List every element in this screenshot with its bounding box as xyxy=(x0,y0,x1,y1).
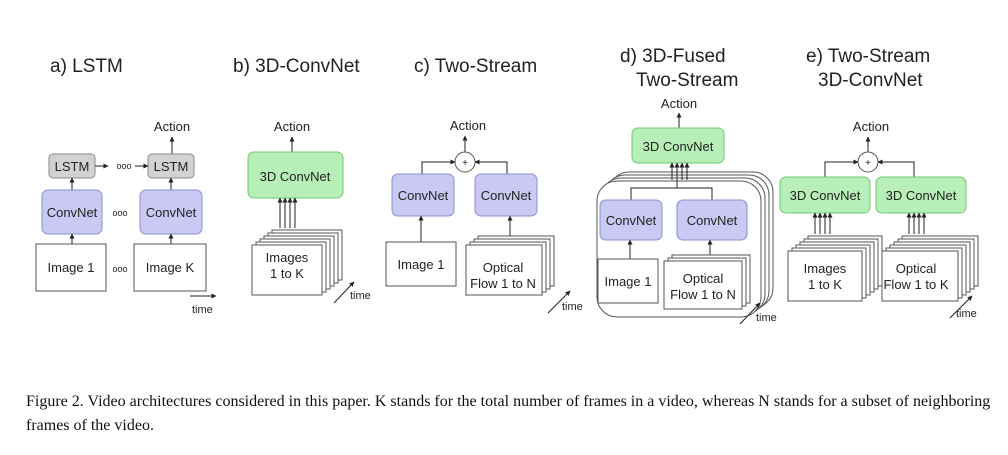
panel-b-images-label-2: 1 to K xyxy=(270,266,304,281)
panel-e-time-label: time xyxy=(956,308,977,320)
panel-e-action-label: Action xyxy=(853,119,889,134)
panel-e-3d-convnet-flow-label: 3D ConvNet xyxy=(886,188,957,203)
panel-c-convnet-flow-label: ConvNet xyxy=(481,188,532,203)
panel-d-3d-fused: d) 3D-Fused Two-Stream Action 3D ConvNet… xyxy=(596,46,777,325)
panel-c-time-label: time xyxy=(562,301,583,313)
panel-a-title: a) LSTM xyxy=(50,56,123,77)
panel-c-convnet-rgb-label: ConvNet xyxy=(398,188,449,203)
image-k-label: Image K xyxy=(146,260,195,275)
figure-caption: Figure 2. Video architectures considered… xyxy=(26,393,991,434)
panel-c-two-stream: c) Two-Stream Action + ConvNet ConvNet I… xyxy=(385,56,583,314)
image-1-box xyxy=(35,243,107,292)
image-k-box xyxy=(133,243,207,292)
panel-e-rgb-stack xyxy=(787,235,883,302)
panel-e-flow-label-1: Optical xyxy=(896,261,937,276)
panel-d-image-1-label: Image 1 xyxy=(605,274,652,289)
panel-c-flow-stack xyxy=(465,235,555,296)
panel-d-flow-label-2: Flow 1 to N xyxy=(670,287,736,302)
image-ellipsis: ooo xyxy=(112,264,127,274)
panel-a-time-label: time xyxy=(192,304,213,316)
panel-d-title-line2: Two-Stream xyxy=(636,70,738,91)
convnet-box-k-label: ConvNet xyxy=(146,205,197,220)
panel-b-action-label: Action xyxy=(274,119,310,134)
panel-d-image-1-box xyxy=(597,258,659,304)
panel-c-flow-label-2: Flow 1 to N xyxy=(470,276,536,291)
panel-b-3d-convnet-label: 3D ConvNet xyxy=(260,169,331,184)
panel-c-plus-label: + xyxy=(462,158,468,169)
panel-a-action-label: Action xyxy=(154,119,190,134)
architecture-diagram: a) LSTM Action LSTM LSTM ooo ConvNet Con… xyxy=(35,46,979,325)
lstm-box-1-label: LSTM xyxy=(55,159,90,174)
panel-d-flow-label-1: Optical xyxy=(683,271,724,286)
panel-c-convnet-flow xyxy=(474,173,538,217)
panel-e-images-label-1: Images xyxy=(804,261,847,276)
panel-d-fusion-arrows xyxy=(669,162,690,180)
lstm-box-k-label: LSTM xyxy=(154,159,189,174)
panel-a-lstm: a) LSTM Action LSTM LSTM ooo ConvNet Con… xyxy=(35,56,217,316)
panel-b-3d-convnet: b) 3D-ConvNet Action 3D ConvNet Images 1… xyxy=(233,56,371,304)
panel-c-flow-label-1: Optical xyxy=(483,260,524,275)
convnet-box-1-label: ConvNet xyxy=(47,205,98,220)
panel-d-action-label: Action xyxy=(661,96,697,111)
panel-e-flow-label-2: Flow 1 to K xyxy=(883,277,948,292)
panel-e-rgb-arrows xyxy=(812,212,833,234)
panel-d-convnet-flow-label: ConvNet xyxy=(687,213,738,228)
panel-c-title: c) Two-Stream xyxy=(414,56,537,77)
panel-b-images-label-1: Images xyxy=(266,250,309,265)
panel-e-plus-label: + xyxy=(865,158,871,169)
lstm-ellipsis: ooo xyxy=(116,161,131,171)
panel-c-action-label: Action xyxy=(450,118,486,133)
panel-e-flow-stack xyxy=(881,235,979,302)
panel-c-image-1-label: Image 1 xyxy=(398,257,445,272)
panel-e-title-line1: e) Two-Stream xyxy=(806,46,930,67)
image-1-label: Image 1 xyxy=(48,260,95,275)
panel-d-time-label: time xyxy=(756,312,777,324)
panel-c-image-1-box xyxy=(385,241,457,287)
panel-b-frame-stack xyxy=(251,229,343,296)
panel-d-convnet-rgb-label: ConvNet xyxy=(606,213,657,228)
panel-b-multi-arrows xyxy=(277,197,298,228)
panel-e-two-stream-3d: e) Two-Stream 3D-ConvNet Action + 3D Con… xyxy=(779,46,979,320)
panel-d-3d-convnet-label: 3D ConvNet xyxy=(643,139,714,154)
panel-e-images-label-2: 1 to K xyxy=(808,277,842,292)
panel-b-time-label: time xyxy=(350,290,371,302)
panel-d-title-line1: d) 3D-Fused xyxy=(620,46,726,67)
panel-b-title: b) 3D-ConvNet xyxy=(233,56,360,77)
panel-d-flow-stack xyxy=(663,254,751,310)
panel-e-flow-arrows xyxy=(906,212,927,234)
panel-e-3d-convnet-rgb-label: 3D ConvNet xyxy=(790,188,861,203)
panel-e-title-line2: 3D-ConvNet xyxy=(818,70,923,91)
convnet-ellipsis: ooo xyxy=(112,208,127,218)
